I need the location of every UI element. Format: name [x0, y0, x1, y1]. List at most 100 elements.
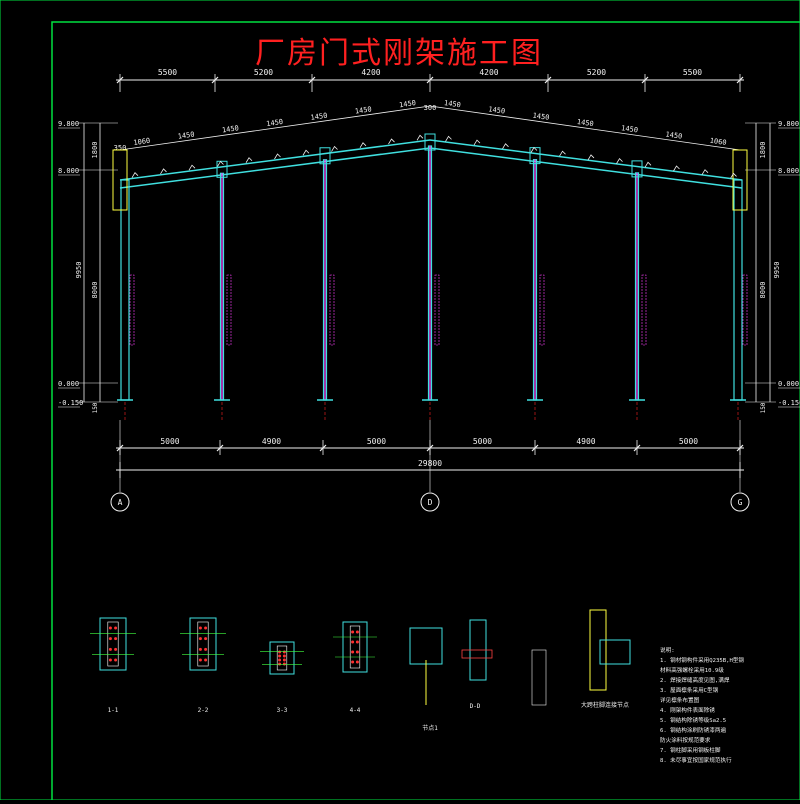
purlin-symbol — [730, 172, 737, 179]
detail-4-bolt — [351, 630, 355, 634]
purlin-spacing-label: 1450 — [621, 124, 639, 134]
right-elevation-label: 9.800 — [778, 120, 799, 128]
detail-2-bolt — [198, 626, 202, 630]
detail-3 — [260, 641, 304, 675]
top-dimension-slash — [544, 76, 552, 84]
column-section-tag — [226, 274, 232, 346]
top-span-label: 5200 — [587, 68, 606, 77]
purlin-symbol — [331, 145, 338, 152]
purlin-symbol — [302, 149, 310, 156]
base-connection-plate — [599, 639, 631, 665]
purlin-symbol — [673, 165, 680, 172]
detail-3-bolt — [278, 662, 282, 666]
detail-3-bolt — [278, 654, 282, 658]
bottom-dimension-slash — [633, 444, 641, 452]
detail-2-bolt — [198, 637, 202, 641]
purlin-spacing-label: 1450 — [177, 130, 195, 140]
axis-bubble — [730, 492, 750, 512]
purlin-spacing-label: 1450 — [665, 130, 683, 140]
detail-4-bolt — [351, 640, 355, 644]
detail-3-bolt — [278, 650, 282, 654]
left-elevation-label: -0.150 — [58, 399, 83, 407]
design-note: 1. 钢材钢构件采用Q235B,H型钢 — [660, 656, 744, 664]
top-span-label: 5500 — [683, 68, 702, 77]
axis-label: G — [738, 498, 743, 507]
purlin-spacing-label: 1060 — [133, 137, 151, 147]
axis-label: A — [118, 498, 123, 507]
left-elevation-label: 8.000 — [58, 167, 79, 175]
detail-4-bolt — [355, 660, 359, 664]
rafter-column-connection — [216, 160, 228, 178]
axis-label: D — [428, 498, 433, 507]
base-connection-column — [589, 609, 607, 691]
eave-detail-label: 350 — [114, 144, 127, 152]
section-dd-plate — [461, 649, 493, 659]
right-base-height-label: 150 — [760, 402, 767, 413]
purlin-spacing-label: 1450 — [266, 118, 284, 128]
right-column-height-label: 8000 — [759, 282, 767, 299]
left-elevation-label: 0.000 — [58, 380, 79, 388]
top-dimension-slash — [426, 76, 434, 84]
purlin-symbol — [131, 172, 139, 178]
detail-2-bolt — [198, 647, 202, 651]
detail-4-bolt — [351, 650, 355, 654]
design-note: 4. 刚架构件表面除锈 — [660, 706, 715, 714]
detail-3-bolt — [282, 654, 286, 658]
edge-column — [120, 179, 130, 401]
purlin-spacing-label: 1450 — [399, 99, 417, 109]
frame-layer — [112, 133, 748, 420]
design-note: 8. 未尽事宜按国家规范执行 — [660, 756, 732, 764]
detail-label: 节点1 — [422, 724, 438, 732]
purlin-symbol — [502, 143, 509, 150]
bottom-dimension-slash — [319, 444, 327, 452]
purlin-symbol — [217, 160, 224, 167]
detail-1-bolt — [108, 637, 112, 641]
right-eave-bracket — [732, 149, 748, 211]
detail-label: 4-4 — [350, 707, 361, 714]
right-elevation-label: 0.000 — [778, 380, 799, 388]
right-rafter-dimension-line — [429, 105, 741, 151]
drawing-title: 厂房门式刚架施工图 — [255, 36, 543, 71]
purlin-spacing-label: 1450 — [532, 112, 550, 122]
detail-4-bolt — [355, 650, 359, 654]
bottom-span-label: 5000 — [367, 437, 386, 446]
design-note: 2. 焊接焊缝高度见图,满焊 — [660, 676, 730, 684]
detail-1-bolt — [114, 626, 118, 630]
detail-4-plate — [349, 625, 361, 669]
purlin-symbol — [188, 164, 196, 171]
purlin-symbol — [530, 146, 538, 153]
detail-3-bolt — [282, 662, 286, 666]
bottom-span-label: 5000 — [160, 437, 179, 446]
rafter-column-connection — [631, 160, 643, 178]
axis-bubble — [420, 492, 440, 512]
detail-2-bolt — [204, 658, 208, 662]
column-section-tag — [539, 274, 545, 346]
detail-2-bolt — [204, 647, 208, 651]
top-span-label: 5200 — [254, 68, 273, 77]
detail-2-bolt — [198, 658, 202, 662]
detail-2-bolt — [204, 637, 208, 641]
detail-1-bolt — [114, 658, 118, 662]
rafter-column-connection — [319, 147, 331, 165]
detail-3-bolt — [282, 658, 286, 662]
purlin-symbol — [559, 150, 566, 157]
top-dimension-slash — [211, 76, 219, 84]
purlin-symbol — [701, 169, 709, 175]
design-note: 3. 屋面檩条采用C型钢 — [660, 686, 719, 694]
stiffener-detail — [531, 649, 547, 706]
axis-bubble — [110, 492, 130, 512]
purlin-symbol — [473, 139, 481, 146]
detail-label: 大跨柱脚连接节点 — [581, 701, 629, 709]
detail-label: D-D — [470, 703, 481, 710]
left-elevation-label: 9.800 — [58, 120, 79, 128]
detail-2-plate — [197, 621, 209, 667]
rafter-column-connection — [529, 147, 541, 165]
edge-column — [733, 179, 743, 401]
bottom-dimension-slash — [531, 444, 539, 452]
column-section-tag — [641, 274, 647, 346]
right-eave-height-label: 1800 — [759, 142, 767, 159]
detail-1-plate — [107, 621, 119, 667]
